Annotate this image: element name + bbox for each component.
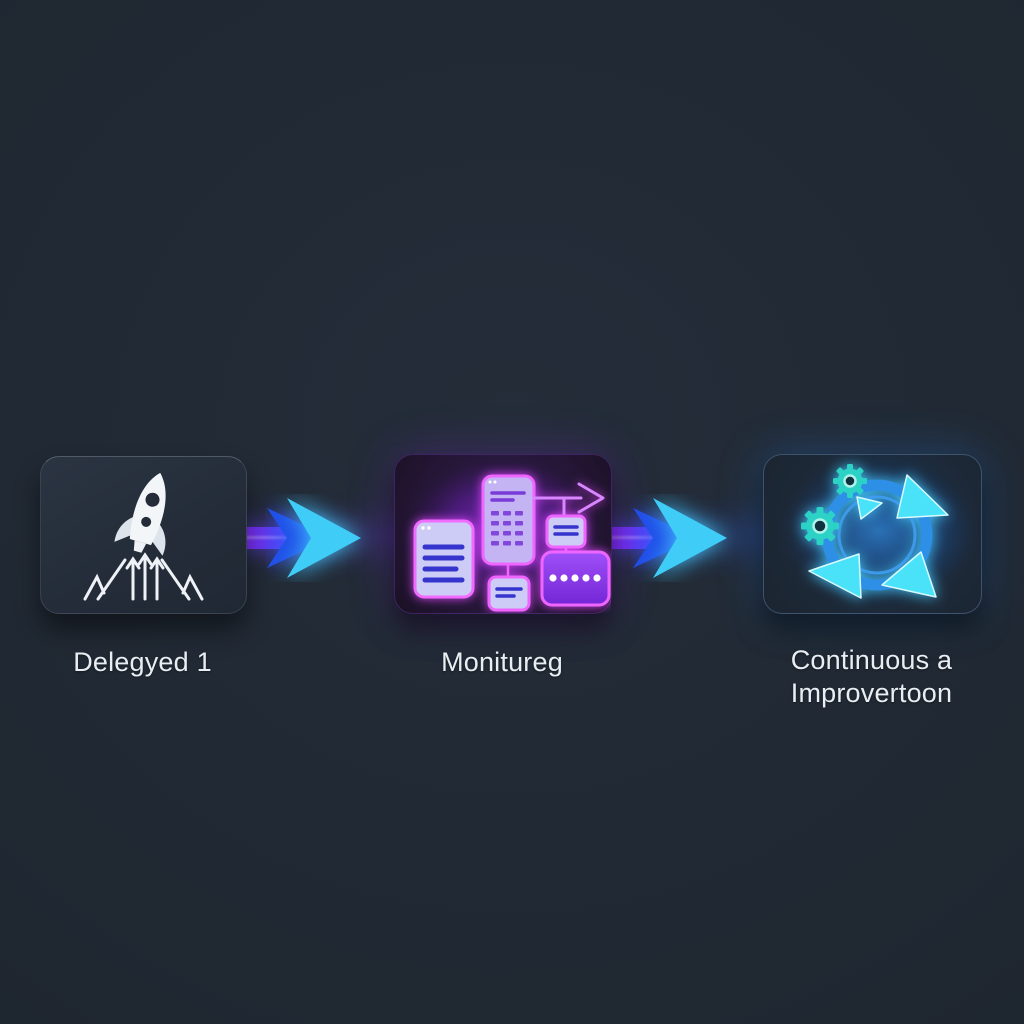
flow-connector-2 [609,494,734,582]
rocket-launch-icon [83,472,204,601]
arrow-chevron-icon [267,498,361,578]
step-node-monitoring: Monitureg [394,454,612,677]
cycle-triangles [808,474,949,599]
step-card-improvement [763,454,982,614]
step-node-deployment: Delegyed 1 [40,456,247,677]
gear-icon-left [801,507,839,545]
note-box-icon [487,575,531,612]
step-node-improvement: Continuous a Improvertoon [763,454,982,708]
step-label-improvement: Continuous a Improvertoon [743,644,1000,710]
gear-icon-top [833,464,867,498]
launch-lines [83,552,204,601]
document-icon [413,519,475,599]
step-label-improvement-line2: Improvertoon [790,678,953,708]
arrow-chevron-icon [633,498,727,578]
rocket-body [114,472,166,556]
step-label-deployment: Delegyed 1 [73,647,212,677]
documents-workflow-icon [399,461,611,612]
flow-connector-1 [243,494,368,582]
flow-arrow-outline [532,482,605,518]
dots-panel-icon [540,550,611,607]
small-box-icon [545,514,587,549]
cycle-arrows-gears-icon [768,458,980,610]
step-label-improvement-line1: Continuous a [790,645,953,675]
form-card-icon [481,474,536,566]
step-label-monitoring: Monitureg [441,647,563,677]
step-card-monitoring [394,454,612,614]
step-card-deployment [40,456,247,614]
